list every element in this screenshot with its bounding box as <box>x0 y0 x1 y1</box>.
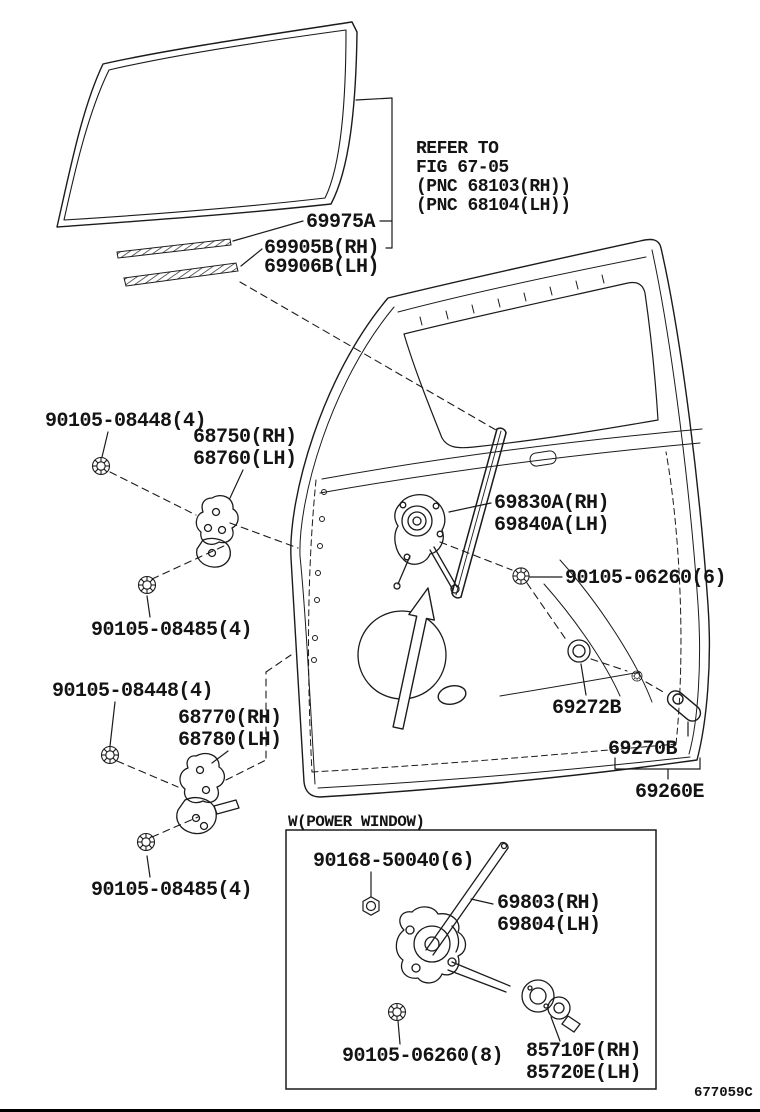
label-90105-08485-upper: 90105-08485(4) <box>91 619 253 642</box>
label-90168-50040: 90168-50040(6) <box>313 850 475 873</box>
label-69270B: 69270B <box>608 738 678 761</box>
refer-note: REFER TO FIG 67-05 (PNC 68103(RH)) (PNC … <box>416 140 571 216</box>
label-90105-06260-8: 90105-06260(8) <box>342 1045 504 1068</box>
refer-note-line2: FIG 67-05 <box>416 158 509 178</box>
label-68760: 68760(LH) <box>193 448 297 471</box>
label-69906B: 69906B(LH) <box>264 256 380 279</box>
diagram-code: 677059C <box>694 1085 753 1101</box>
screw-90105-06260-icon <box>512 567 530 585</box>
pw-regulator <box>395 841 511 993</box>
label-69840A: 69840A(LH) <box>494 514 610 537</box>
label-69272B: 69272B <box>552 697 622 720</box>
pw-nut-90168-icon <box>362 896 380 916</box>
label-90105-08448-lower: 90105-08448(4) <box>52 680 214 703</box>
bolt-90105-08448-upper-icon <box>91 456 111 476</box>
label-69803: 69803(RH) <box>497 892 601 915</box>
bottom-border <box>0 1109 760 1112</box>
power-window-box <box>285 829 657 1090</box>
pw-motor <box>521 979 581 1033</box>
belt-strip-69975A <box>116 238 232 259</box>
label-69260E: 69260E <box>635 781 705 804</box>
upper-hinge <box>195 494 239 568</box>
bolt-90105-08485-lower-icon <box>136 832 156 852</box>
label-69804: 69804(LH) <box>497 914 601 937</box>
direction-arrow <box>392 587 435 730</box>
refer-note-line1: REFER TO <box>416 139 499 159</box>
lower-hinge <box>176 752 240 835</box>
belt-strip-69905B <box>123 262 239 287</box>
leader-lines <box>101 97 701 1045</box>
label-68780: 68780(LH) <box>178 729 282 752</box>
label-90105-08485-lower: 90105-08485(4) <box>91 879 253 902</box>
label-68750: 68750(RH) <box>193 426 297 449</box>
label-85720E: 85720E(LH) <box>526 1062 642 1085</box>
label-85710F: 85710F(RH) <box>526 1040 642 1063</box>
door-glass <box>56 21 358 228</box>
window-regulator <box>393 494 460 594</box>
door-handle-crank <box>666 690 702 722</box>
label-69975A: 69975A <box>306 211 376 234</box>
label-90105-06260-6: 90105-06260(6) <box>565 567 727 590</box>
label-69905B: 69905B(RH) <box>264 237 380 260</box>
handle-screw-icon <box>631 670 643 682</box>
handle-snap-ring <box>567 639 591 663</box>
power-window-caption: W(POWER WINDOW) <box>288 813 425 831</box>
glass-run-channel <box>451 427 507 599</box>
refer-note-line4: (PNC 68104(LH)) <box>416 196 571 216</box>
label-90105-08448-upper: 90105-08448(4) <box>45 410 207 433</box>
pw-screw-90105-06260-icon <box>387 1002 407 1022</box>
door-panel <box>290 238 711 798</box>
label-69830A: 69830A(RH) <box>494 492 610 515</box>
refer-note-line3: (PNC 68103(RH)) <box>416 177 571 197</box>
label-68770: 68770(RH) <box>178 707 282 730</box>
dashed-assembly-lines <box>109 281 666 838</box>
bolt-90105-08448-lower-icon <box>100 745 120 765</box>
